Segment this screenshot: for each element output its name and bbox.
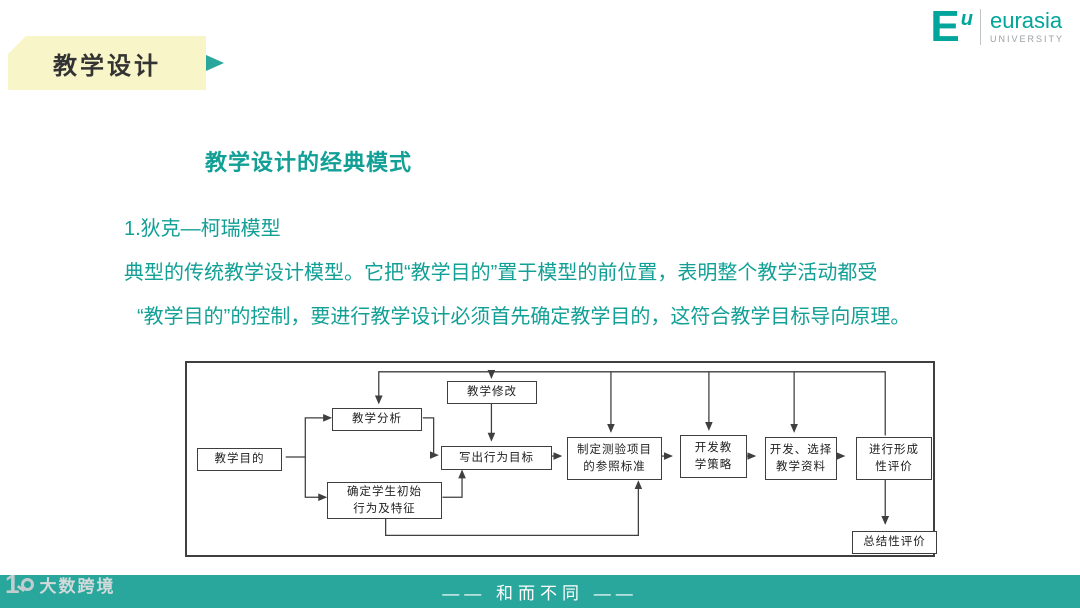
university-logo: E u eurasia UNIVERSITY <box>930 2 1064 51</box>
flow-node-teaching-goal: 教学目的 <box>197 448 282 471</box>
watermark-logo: 1 <box>5 569 35 599</box>
flow-node-formative-evaluation: 进行形成 性评价 <box>856 437 932 480</box>
flow-node-teaching-strategy: 开发教 学策略 <box>680 435 747 478</box>
magnifier-icon <box>21 577 35 591</box>
banner-label: 教学设计 <box>53 52 161 80</box>
flow-node-teaching-analysis: 教学分析 <box>332 408 422 431</box>
flow-node-teaching-revision: 教学修改 <box>447 381 537 404</box>
flow-node-summative-evaluation: 总结性评价 <box>852 531 937 554</box>
model-heading: 1.狄克—柯瑞模型 <box>124 218 281 240</box>
logo-divider <box>979 8 981 45</box>
flow-node-behavioral-objectives: 写出行为目标 <box>441 446 552 470</box>
banner: 教学设计 <box>8 36 226 90</box>
watermark-logo-digit: 1 <box>5 569 20 599</box>
body-line-2: “教学目的”的控制，要进行教学设计必须首先确定教学目的，这符合教学目标导向原理。 <box>137 306 911 328</box>
logo-letter-e: E <box>930 2 960 51</box>
banner-shape: 教学设计 <box>8 36 206 90</box>
logo-subtitle: UNIVERSITY <box>989 34 1064 45</box>
logo-mark: E u <box>930 2 973 51</box>
logo-letter-u: u <box>960 8 973 30</box>
section-title: 教学设计的经典模式 <box>205 150 413 175</box>
flow-arrows <box>285 370 890 537</box>
flow-node-learner-characteristics: 确定学生初始 行为及特征 <box>327 482 442 519</box>
watermark-name: 大数跨境 <box>39 576 116 596</box>
logo-text: eurasia UNIVERSITY <box>989 7 1064 45</box>
flow-node-teaching-materials: 开发、选择 教学资料 <box>765 437 837 480</box>
flowchart-frame: 教学目的 教学分析 教学修改 写出行为目标 确定学生初始 行为及特征 制定测验项… <box>185 361 937 557</box>
body-line-1: 典型的传统教学设计模型。它把“教学目的”置于模型的前位置，表明整个教学活动都受 <box>124 262 878 284</box>
footer-slogan: —— 和而不同 —— <box>442 584 638 603</box>
flow-node-test-criteria: 制定测验项目 的参照标准 <box>567 437 662 480</box>
watermark: 1 大数跨境 <box>5 571 115 597</box>
body-paragraph: 1.狄克—柯瑞模型 典型的传统教学设计模型。它把“教学目的”置于模型的前位置，表… <box>124 207 1024 339</box>
logo-name: eurasia <box>989 7 1063 33</box>
footer-bar: —— 和而不同 —— <box>0 575 1080 608</box>
